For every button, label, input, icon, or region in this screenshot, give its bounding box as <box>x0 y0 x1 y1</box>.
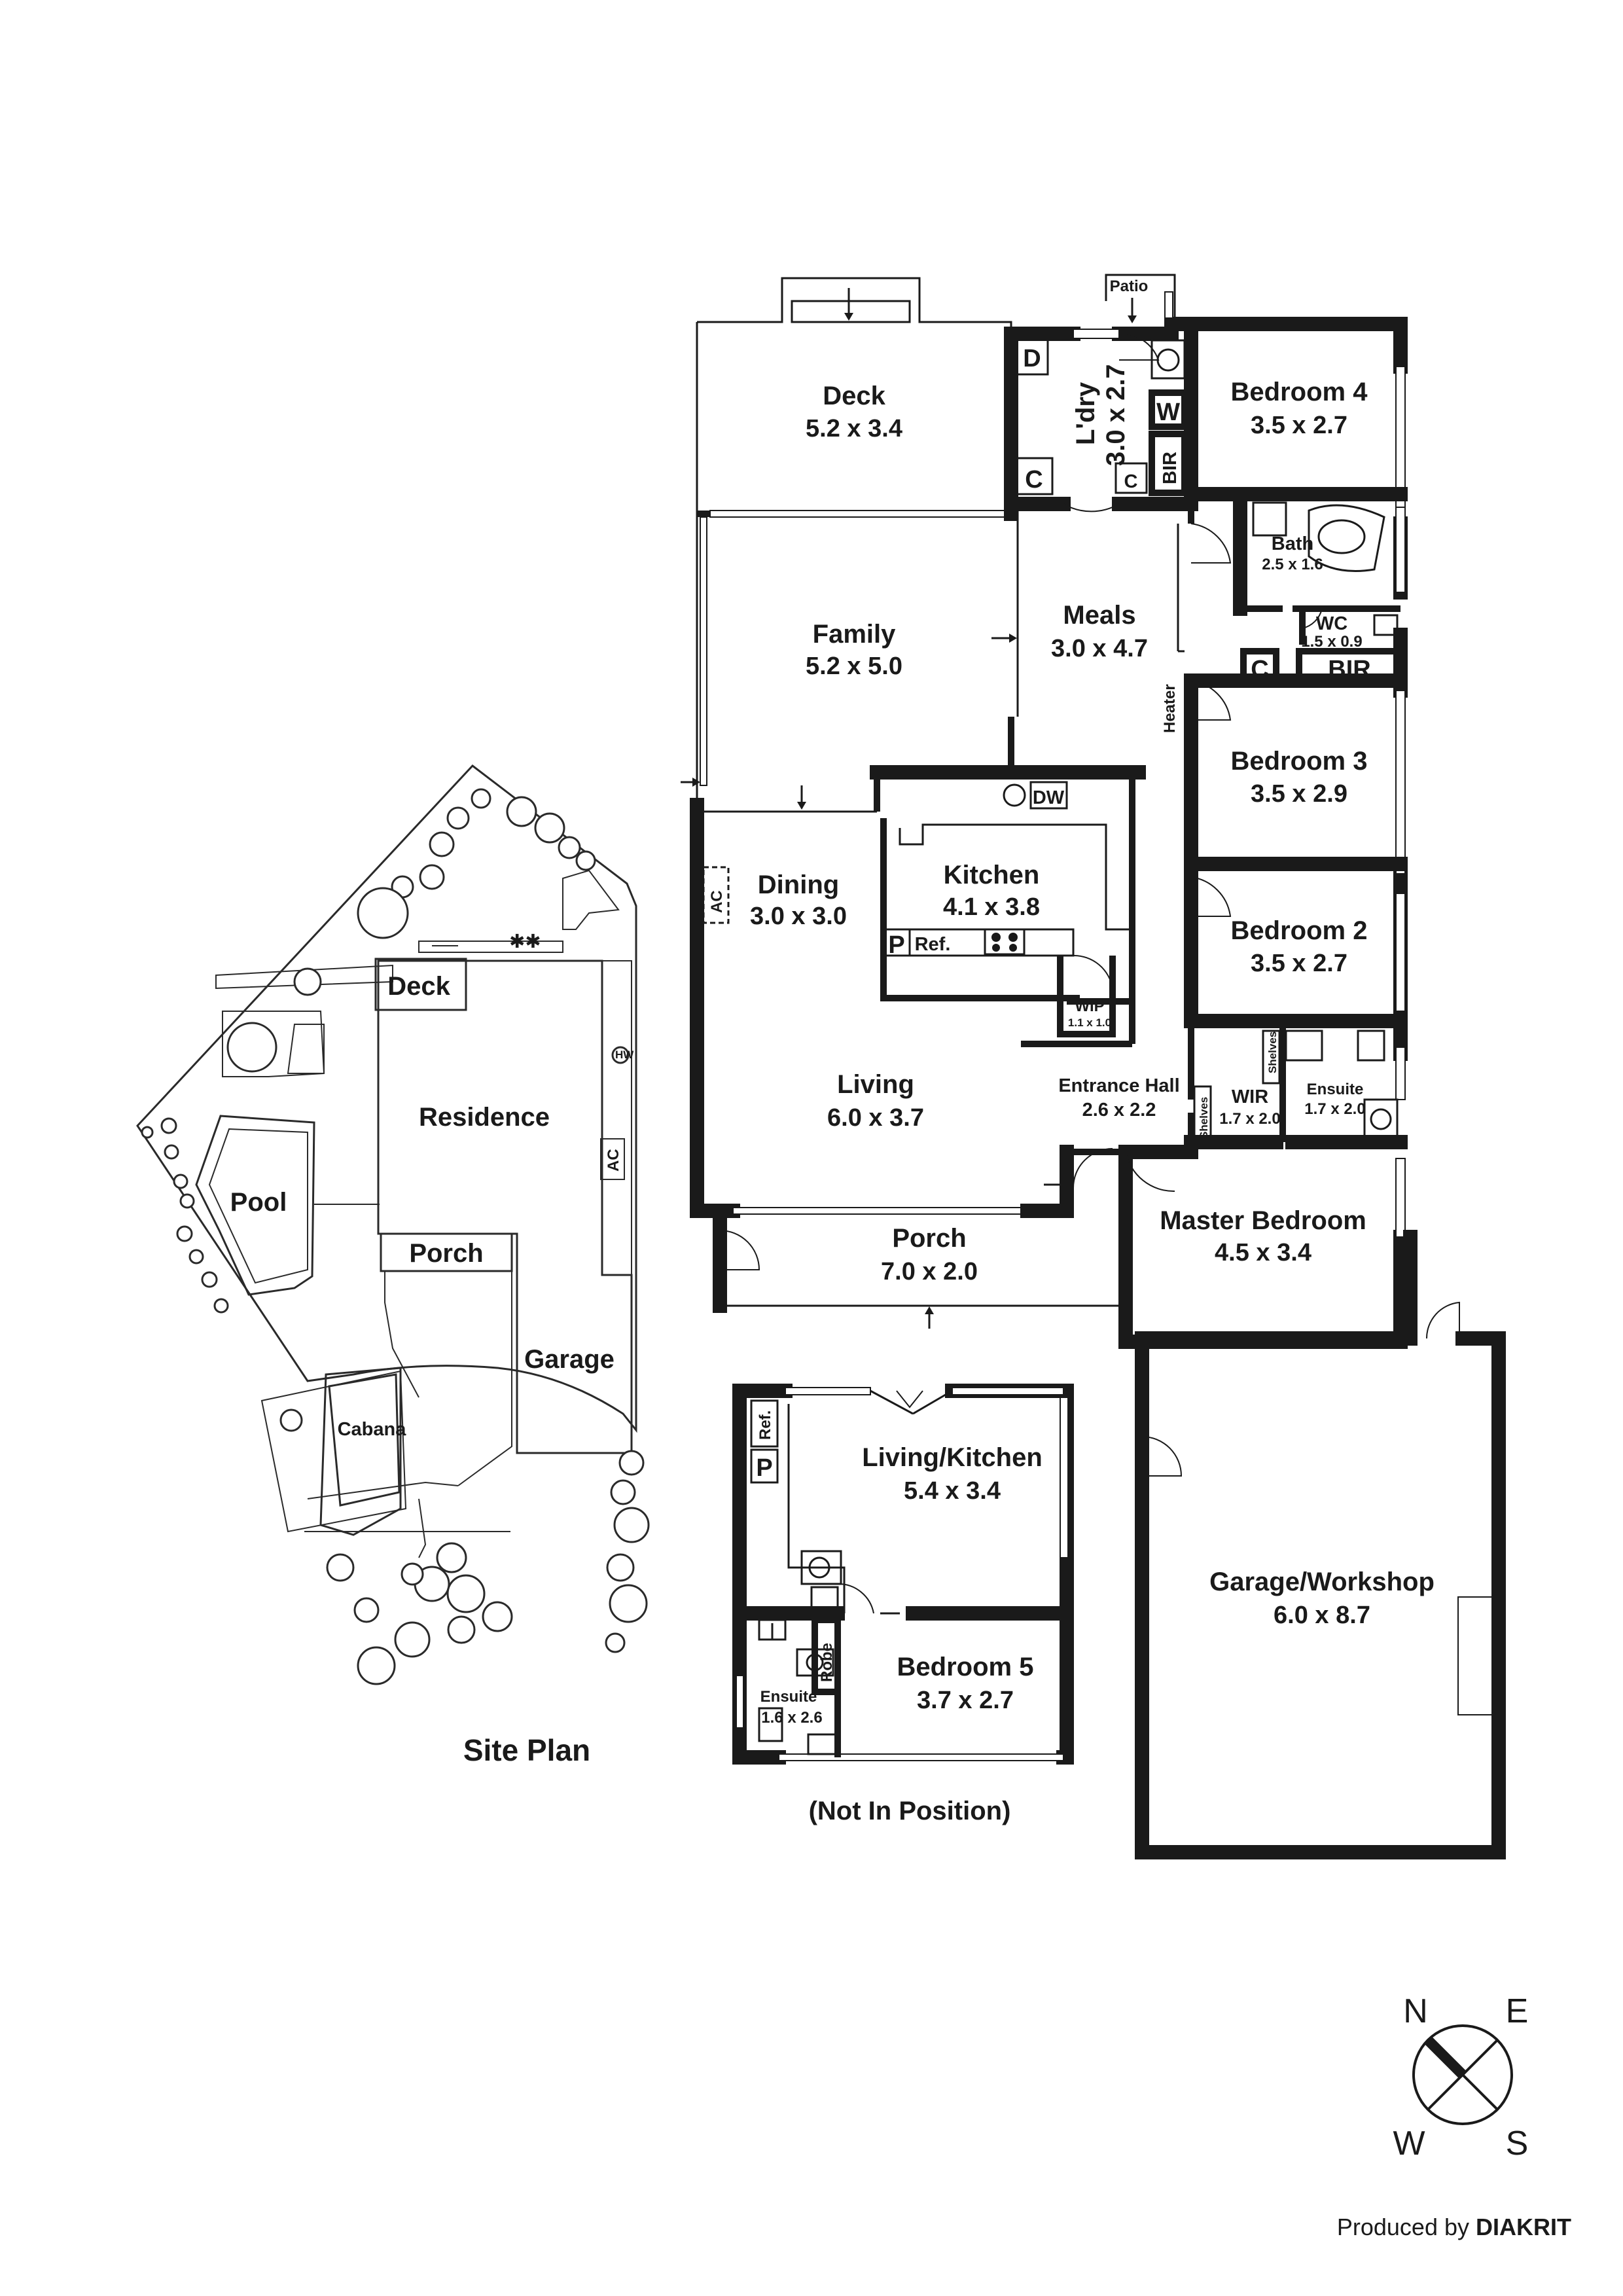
wir-size: 1.7 x 2.0 <box>1219 1110 1280 1128</box>
bedroom5-size: 3.7 x 2.7 <box>917 1687 1014 1714</box>
bedroom2-name: Bedroom 2 <box>1231 916 1368 945</box>
compass-w: W <box>1393 2125 1425 2162</box>
laundry-d-label: D <box>1023 345 1041 372</box>
wip-name: WIP <box>1075 997 1104 1015</box>
main-house: Patio D C C W BIR L'dry 3.0 x 2.7 <box>681 274 1506 1859</box>
heater-label: Heater <box>1161 684 1179 733</box>
kitchen-size: 4.1 x 3.8 <box>943 893 1040 921</box>
living-kitchen-size: 5.4 x 3.4 <box>904 1477 1001 1505</box>
compass-n: N <box>1403 1992 1428 2030</box>
wir-name: WIR <box>1232 1086 1268 1107</box>
cabana-unit: Ref. P Robe Living/Kitchen 5.4 x 3.4 Bed… <box>732 1384 1074 1825</box>
porch-size: 7.0 x 2.0 <box>881 1258 978 1285</box>
site-deck-label: Deck <box>387 972 450 1001</box>
cabana-ref-label: Ref. <box>757 1410 774 1440</box>
living-kitchen-name: Living/Kitchen <box>862 1443 1043 1472</box>
wc-name: WC <box>1316 613 1347 634</box>
not-in-position-note: (Not In Position) <box>809 1797 1011 1825</box>
kitchen-p-label: P <box>888 931 904 959</box>
kitchen-name: Kitchen <box>944 861 1040 889</box>
deck-size: 5.2 x 3.4 <box>806 415 902 442</box>
garage-workshop-size: 6.0 x 8.7 <box>1274 1602 1370 1629</box>
site-plan: ✱✱ HW AC Deck Residence Pool Porch Garag… <box>136 764 650 1767</box>
laundry-name: L'dry <box>1071 382 1100 445</box>
family-name: Family <box>813 620 896 649</box>
credit-brand: DIAKRIT <box>1476 2214 1571 2240</box>
bedroom3-size: 3.5 x 2.9 <box>1251 780 1347 808</box>
site-residence-label: Residence <box>419 1103 550 1132</box>
cabana-p-label: P <box>756 1454 772 1482</box>
cabana-ensuite-name: Ensuite <box>760 1688 817 1706</box>
porch-name: Porch <box>892 1224 966 1253</box>
bath-size: 2.5 x 1.6 <box>1262 556 1323 573</box>
laundry-w-label: W <box>1156 399 1180 426</box>
garden-trees <box>141 788 650 1685</box>
wip-size: 1.1 x 1.0 <box>1068 1016 1111 1029</box>
bedroom2-size: 3.5 x 2.7 <box>1251 950 1347 977</box>
bedroom3-name: Bedroom 3 <box>1231 747 1368 776</box>
site-pool-label: Pool <box>230 1188 287 1217</box>
laundry-bir-label: BIR <box>1160 452 1181 484</box>
bedroom3-c-label: C <box>1251 656 1268 683</box>
wir-shelves-right: Shelves <box>1266 1031 1279 1073</box>
entrance-hall-size: 2.6 x 2.2 <box>1082 1100 1156 1121</box>
dining-size: 3.0 x 3.0 <box>750 903 847 930</box>
site-asterisks: ✱✱ <box>509 931 541 952</box>
dining-name: Dining <box>758 870 839 899</box>
kitchen-dw-label: DW <box>1033 787 1065 808</box>
credit-prefix: Produced by <box>1337 2214 1469 2240</box>
bedroom4-name: Bedroom 4 <box>1231 378 1368 406</box>
living-size: 6.0 x 3.7 <box>827 1104 924 1132</box>
bedroom3-bir-label: BIR <box>1328 656 1370 683</box>
compass-e: E <box>1506 1992 1529 2030</box>
meals-size: 3.0 x 4.7 <box>1051 635 1148 662</box>
dining-ac-label: AC <box>708 890 726 913</box>
entrance-hall-name: Entrance Hall <box>1058 1075 1179 1096</box>
cabana-ensuite-size: 1.6 x 2.6 <box>761 1709 822 1727</box>
compass: N E W S <box>1393 1992 1528 2162</box>
meals-name: Meals <box>1063 601 1135 630</box>
site-plan-title: Site Plan <box>463 1733 590 1767</box>
bath-name: Bath <box>1272 533 1313 554</box>
living-name: Living <box>837 1070 914 1099</box>
north-needle-icon <box>1424 2036 1467 2079</box>
credit: Produced by DIAKRIT <box>1337 2214 1571 2240</box>
deck-name: Deck <box>823 382 885 410</box>
site-hw-label: HW <box>615 1049 634 1061</box>
laundry-c2-label: C <box>1124 471 1138 492</box>
wir-shelves-left: Shelves <box>1198 1097 1210 1139</box>
compass-s: S <box>1506 2125 1529 2162</box>
site-garage-label: Garage <box>524 1345 615 1374</box>
master-bedroom-name: Master Bedroom <box>1160 1206 1366 1235</box>
site-cabana-label: Cabana <box>338 1419 407 1440</box>
master-bedroom-size: 4.5 x 3.4 <box>1215 1239 1311 1266</box>
bedroom5-name: Bedroom 5 <box>897 1653 1034 1681</box>
site-ac-label: AC <box>605 1149 622 1172</box>
laundry-size: 3.0 x 2.7 <box>1101 364 1130 466</box>
family-size: 5.2 x 5.0 <box>806 653 902 680</box>
site-porch-label: Porch <box>409 1239 483 1268</box>
bedroom4-size: 3.5 x 2.7 <box>1251 412 1347 439</box>
wc-size: 1.5 x 0.9 <box>1301 633 1362 651</box>
patio-label: Patio <box>1110 278 1149 295</box>
laundry-c-label: C <box>1025 466 1043 493</box>
master-ensuite-name: Ensuite <box>1307 1081 1364 1098</box>
master-ensuite-size: 1.7 x 2.0 <box>1304 1100 1365 1118</box>
kitchen-ref-label: Ref. <box>915 934 951 955</box>
garage-workshop-name: Garage/Workshop <box>1209 1568 1435 1596</box>
